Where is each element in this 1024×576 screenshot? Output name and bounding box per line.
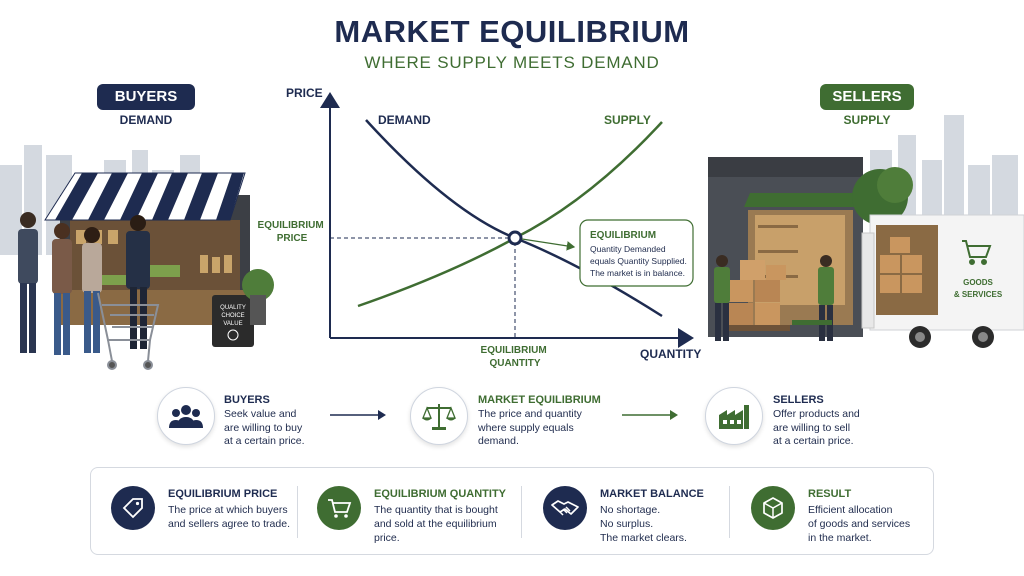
boxes-pallet <box>724 260 790 331</box>
callout-line: Quantity Demanded <box>590 244 666 254</box>
page-subtitle: WHERE SUPPLY MEETS DEMAND <box>364 53 660 72</box>
y-axis-label: PRICE <box>286 86 323 100</box>
balance-scale-icon <box>422 404 456 430</box>
callout-line: The market is in balance. <box>590 268 685 278</box>
shopping-cart-illustration <box>97 292 160 370</box>
warehouse-building <box>708 157 863 337</box>
equilibrium-price-label: EQUILIBRIUM PRICE <box>258 220 327 244</box>
quality-sign: QUALITY CHOICE VALUE <box>212 295 254 347</box>
x-axis-label: QUANTITY <box>640 347 701 361</box>
card-divider <box>729 486 730 538</box>
result-card-icon-circle <box>751 486 795 530</box>
sellers-warehouse-illustration: GOODS & SERVICES <box>708 115 1024 348</box>
demand-label: DEMAND <box>378 113 431 127</box>
flow-title-equilibrium: MARKET EQUILIBRIUM <box>478 394 601 406</box>
demand-sublabel: DEMAND <box>119 113 173 127</box>
equilibrium-callout <box>579 219 694 287</box>
flow-arrow-right-icon <box>330 410 386 420</box>
workers <box>714 255 834 341</box>
card-title-market-balance: MARKET BALANCE <box>600 488 704 500</box>
svg-text:& SERVICES: & SERVICES <box>954 290 1003 299</box>
callout-title: EQUILIBRIUM <box>590 230 656 241</box>
card-title-equilibrium-price: EQUILIBRIUM PRICE <box>168 488 278 500</box>
equilibrium-flow-icon-circle <box>410 387 468 445</box>
svg-text:VALUE: VALUE <box>223 321 242 327</box>
supply-demand-chart: PRICE QUANTITY DEMAND SUPPLY EQUILIBRIUM… <box>258 86 702 369</box>
factory-icon <box>719 405 749 429</box>
buyers-flow-icon-circle <box>157 387 215 445</box>
buyers-label: BUYERS <box>97 84 195 110</box>
card-title-result: RESULT <box>808 488 852 500</box>
card-divider <box>521 486 522 538</box>
flow-title-sellers: SELLERS <box>773 394 824 406</box>
flow-arrow-right-icon <box>622 410 678 420</box>
plant <box>242 269 274 325</box>
svg-text:CHOICE: CHOICE <box>221 313 244 319</box>
sellers-flow-icon-circle <box>705 387 763 445</box>
supply-sublabel: SUPPLY <box>843 113 891 127</box>
callout-line: equals Quantity Supplied. <box>590 256 687 266</box>
striped-awning <box>44 172 246 221</box>
card-title-equilibrium-quantity: EQUILIBRIUM QUANTITY <box>374 488 506 500</box>
delivery-truck: GOODS & SERVICES <box>861 214 1024 348</box>
shopping-cart-icon <box>328 499 352 518</box>
svg-text:QUALITY: QUALITY <box>220 305 246 311</box>
flow-title-buyers: BUYERS <box>224 394 270 406</box>
truck-cart-logo <box>962 240 992 265</box>
card-divider <box>297 486 298 538</box>
callout-arrow <box>521 238 576 251</box>
equilibrium-point <box>507 230 523 246</box>
box-icon <box>763 497 783 519</box>
price-tag-icon <box>122 498 143 519</box>
quantity-card-icon-circle <box>317 486 361 530</box>
balance-card-icon-circle <box>543 486 587 530</box>
card-desc-market-balance: No shortage.No surplus.The market clears… <box>600 504 687 544</box>
sellers-label: SELLERS <box>820 84 914 110</box>
price-card-icon-circle <box>111 486 155 530</box>
svg-text:GOODS: GOODS <box>963 278 993 287</box>
equilibrium-quantity-label: EQUILIBRIUM QUANTITY <box>481 345 550 369</box>
buyers-market-stall-illustration: QUALITY CHOICE VALUE <box>0 145 274 370</box>
supply-label: SUPPLY <box>604 113 651 127</box>
shoppers <box>18 212 150 355</box>
buyers-group-icon <box>169 405 203 428</box>
key-concepts-panel: EQUILIBRIUM PRICE The price at which buy… <box>90 467 934 555</box>
page-title: MARKET EQUILIBRIUM <box>334 14 690 49</box>
handshake-icon <box>551 500 579 516</box>
